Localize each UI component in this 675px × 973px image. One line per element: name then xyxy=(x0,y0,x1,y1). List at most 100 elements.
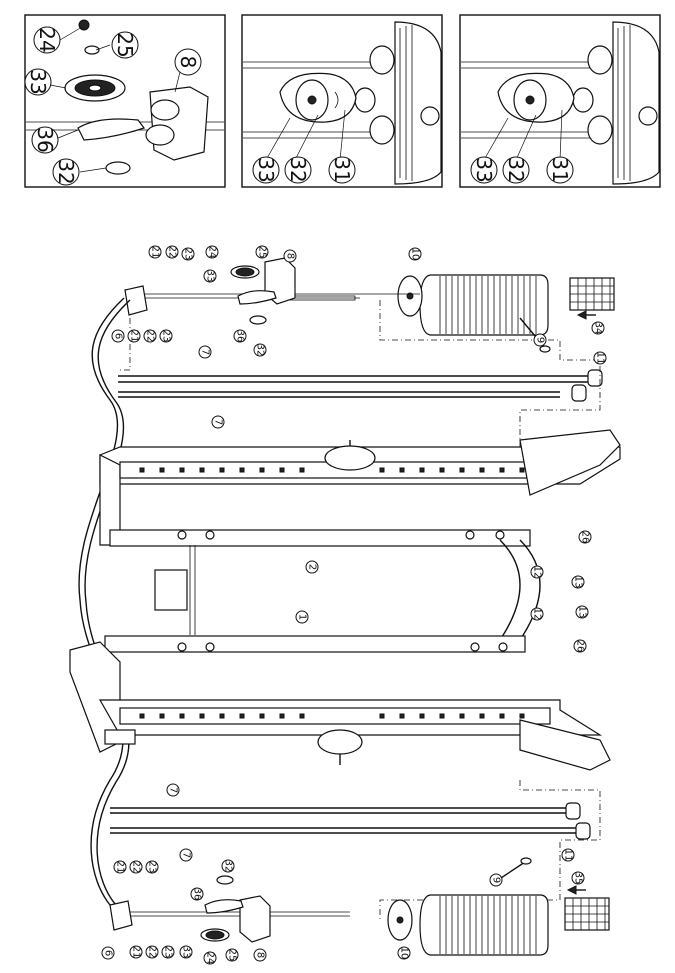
callout-main-32a xyxy=(253,343,267,357)
callout-main-25a-label: 25 xyxy=(257,246,268,259)
callout-main-8a-label: 8 xyxy=(285,253,296,259)
callout-main-6b xyxy=(101,946,115,960)
callout-main-23b-label: 23 xyxy=(161,330,172,343)
callout-main-12a-label: 12 xyxy=(532,566,543,579)
callout-24-label: 24 xyxy=(35,27,59,52)
callout-main-23c-label: 23 xyxy=(147,861,158,874)
inset-1-callouts: 24 25 33 8 36 32 xyxy=(24,26,202,186)
callout-main-32a-label: 32 xyxy=(255,344,266,357)
callout-main-23d-label: 23 xyxy=(163,946,174,959)
inset-3 xyxy=(459,14,661,188)
callout-main-13b xyxy=(575,605,589,619)
callout-main-7d-label: 7 xyxy=(181,852,192,858)
callout-main-25b xyxy=(225,948,239,962)
callout-main-34a xyxy=(591,321,605,335)
callout-main-23a xyxy=(181,247,195,261)
callout-main-26b-label: 26 xyxy=(575,640,586,653)
callout-main-23b xyxy=(159,329,173,343)
callout-main-22b-label: 22 xyxy=(145,330,156,343)
callout-main-35-label: 35 xyxy=(573,872,584,885)
callout-main-36a-label: 36 xyxy=(235,330,246,343)
callout-32-b-label: 32 xyxy=(286,157,310,182)
callout-main-22a-label: 22 xyxy=(167,246,178,259)
callout-32-b xyxy=(284,156,312,184)
bottom-weight-stack xyxy=(387,857,610,956)
inset-3-callouts: 33 32 31 xyxy=(470,156,574,184)
callout-main-21a xyxy=(148,245,162,259)
callout-main-21c-label: 21 xyxy=(115,861,126,874)
callout-31-b xyxy=(328,156,356,184)
callout-main-25a xyxy=(255,245,269,259)
callout-main-26a-label: 26 xyxy=(580,531,591,544)
callout-main-8a xyxy=(283,249,297,263)
callout-main-9a xyxy=(533,333,547,347)
callout-main-22d-label: 22 xyxy=(147,946,158,959)
callout-main-21b xyxy=(127,329,141,343)
callout-main-22a xyxy=(165,245,179,259)
callout-main-7b-label: 7 xyxy=(213,419,224,425)
callout-main-32b-label: 32 xyxy=(223,860,234,873)
callout-main-32b xyxy=(221,859,235,873)
callout-32-c-label: 32 xyxy=(504,157,528,182)
callout-8-label: 8 xyxy=(176,56,200,69)
callout-main-6b-label: 6 xyxy=(103,950,114,956)
callout-main-2-label: 2 xyxy=(307,564,318,570)
callout-main-21c xyxy=(113,860,127,874)
callout-main-12b-label: 12 xyxy=(532,608,543,621)
callout-main-11b xyxy=(561,848,575,862)
callout-32-c xyxy=(502,156,530,184)
callout-main-9b-label: 9 xyxy=(491,877,502,883)
inset-3-frame xyxy=(459,14,661,188)
callout-main-36b xyxy=(190,887,204,901)
top-weight-stack xyxy=(397,274,615,353)
callout-main-7c-label: 7 xyxy=(168,787,179,793)
callout-31-b-label: 31 xyxy=(330,157,354,182)
callout-main-33a xyxy=(203,269,217,283)
callout-main-22d xyxy=(145,945,159,959)
callout-main-7c xyxy=(166,783,180,797)
bracket-part xyxy=(149,86,209,161)
callout-main-10b-label: 10 xyxy=(399,947,410,960)
callout-main-11b-label: 11 xyxy=(563,849,574,862)
inset-1 xyxy=(24,14,226,188)
callout-main-26a xyxy=(578,530,592,544)
callout-main-26b xyxy=(573,639,587,653)
callout-main-13b-label: 13 xyxy=(577,606,588,619)
callout-main-33b-label: 33 xyxy=(181,946,192,959)
callout-36-label: 36 xyxy=(33,127,57,152)
callout-main-7a xyxy=(198,345,212,359)
callout-main-13a xyxy=(571,575,585,589)
callout-main-6a xyxy=(111,329,125,343)
callout-33 xyxy=(24,68,52,96)
callout-33-b xyxy=(252,156,280,184)
callout-main-36b-label: 36 xyxy=(192,888,203,901)
callout-main-13a-label: 13 xyxy=(573,576,584,589)
callout-main-9b xyxy=(489,873,503,887)
callout-main-6a-label: 6 xyxy=(113,333,124,339)
callout-main-25b-label: 25 xyxy=(227,949,238,962)
callout-31-c xyxy=(546,156,574,184)
callout-8 xyxy=(174,48,202,76)
main-callouts: 21 22 23 24 25 33 8 10 9 34 6 21 22 23 3… xyxy=(101,245,607,965)
callout-25-label: 25 xyxy=(113,32,137,57)
callout-main-7b xyxy=(211,415,225,429)
inset-2 xyxy=(241,14,443,188)
callout-31-c-label: 31 xyxy=(548,157,572,182)
callout-main-34a-label: 34 xyxy=(593,322,604,335)
callout-main-24b xyxy=(203,951,217,965)
callout-33-label: 33 xyxy=(26,69,50,94)
callout-main-11a-label: 11 xyxy=(595,352,606,365)
callout-32 xyxy=(52,158,80,186)
callout-main-1-label: 1 xyxy=(297,614,308,620)
callout-main-24b-label: 24 xyxy=(205,952,216,965)
callout-36 xyxy=(31,126,59,154)
callout-33-c-label: 33 xyxy=(472,157,496,182)
lower-frame xyxy=(69,635,611,771)
main-exploded-view xyxy=(69,257,621,956)
callout-33-b-label: 33 xyxy=(254,157,278,182)
callout-main-24a xyxy=(205,245,219,259)
callout-25 xyxy=(111,31,139,59)
callout-main-22c xyxy=(129,860,143,874)
callout-main-35 xyxy=(571,871,585,885)
